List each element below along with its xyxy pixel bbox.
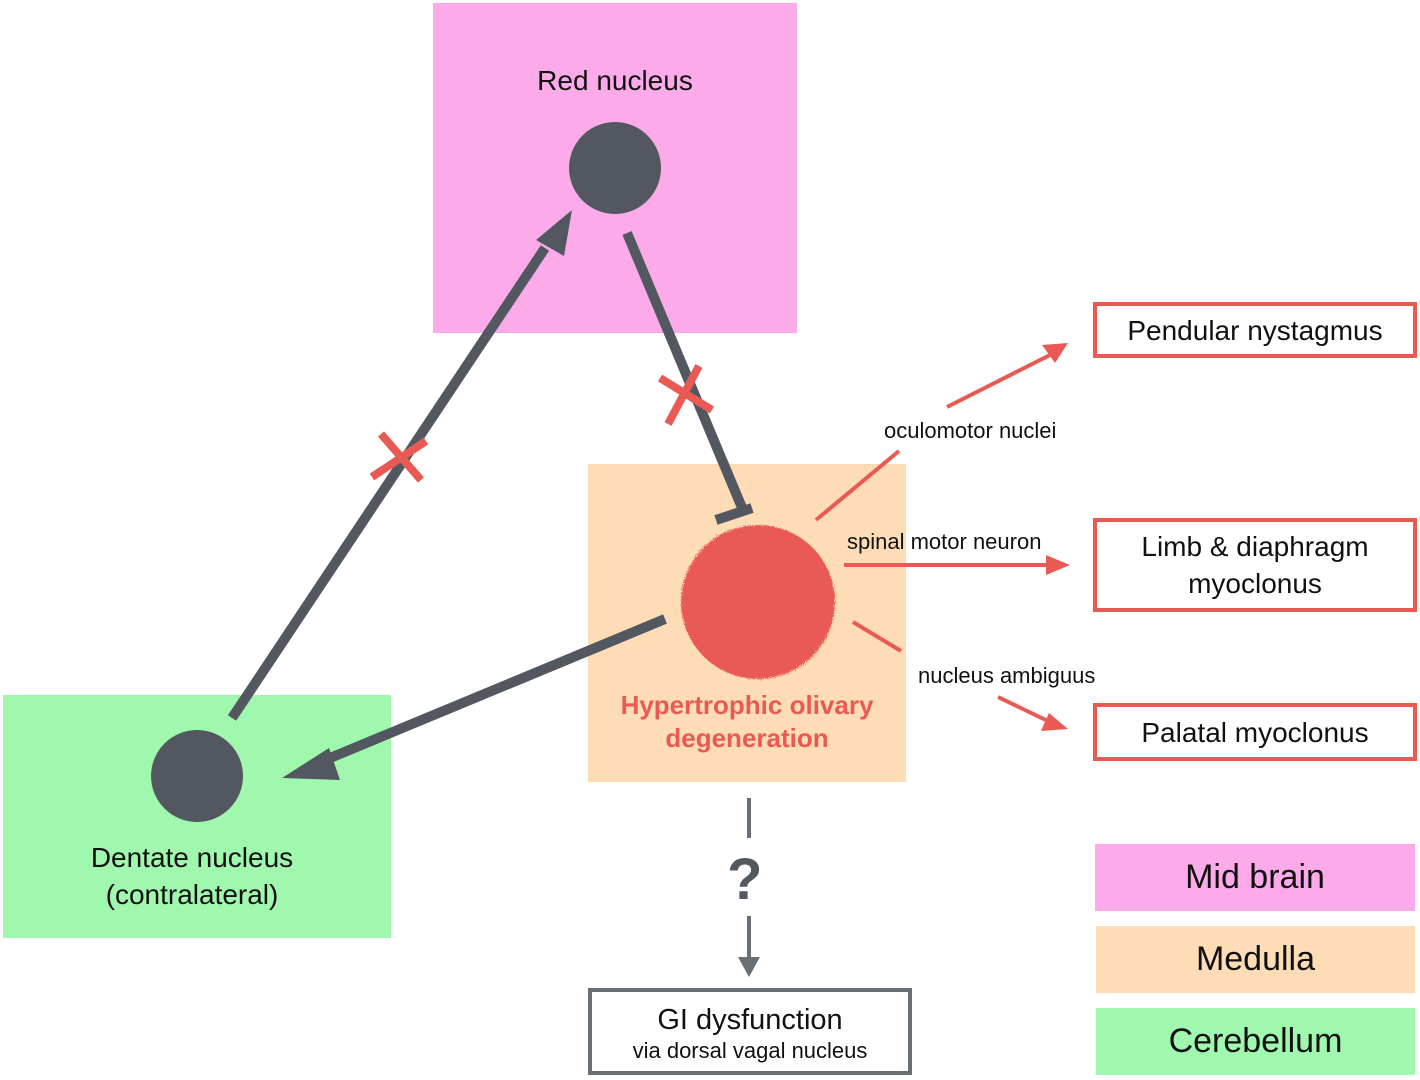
pendular-nystagmus-label: Pendular nystagmus <box>1127 314 1383 346</box>
lesion-x-icon <box>657 364 715 426</box>
red-nucleus-label: Red nucleus <box>537 65 693 96</box>
inferior-olive-node <box>681 525 835 679</box>
limb-diaphragm-label-line2: myoclonus <box>1188 568 1322 599</box>
oculomotor-nuclei-label: oculomotor nuclei <box>884 418 1057 443</box>
gi-dysfunction-box: GI dysfunction via dorsal vagal nucleus <box>588 988 912 1075</box>
palatal-myoclonus-box: Palatal myoclonus <box>1093 703 1417 761</box>
gi-dysfunction-title: GI dysfunction <box>657 1004 843 1036</box>
unknown-pathway-question-mark: ? <box>727 847 763 912</box>
palatal-myoclonus-label: Palatal myoclonus <box>1141 716 1369 748</box>
red-nucleus-to-olive-inhibitory <box>622 231 754 525</box>
nucleus-ambiguus-arrow <box>851 620 1068 731</box>
gi-dysfunction-subtitle: via dorsal vagal nucleus <box>632 1038 868 1063</box>
dentate-nucleus-label-line1: Dentate nucleus <box>90 842 294 873</box>
dentate-nucleus-label-line2: (contralateral) <box>105 879 279 910</box>
legend-midbrain-label: Mid brain <box>1185 858 1325 896</box>
legend-medulla-label: Medulla <box>1195 940 1316 978</box>
limb-diaphragm-myoclonus-box: Limb & diaphragm myoclonus <box>1093 518 1417 612</box>
olive-to-dentate-arrow <box>282 614 667 780</box>
dentate-nucleus-label: Dentate nucleus (contralateral) <box>3 839 381 913</box>
hypertrophic-olivary-degeneration-label: Hypertrophic olivary degeneration <box>588 689 906 755</box>
red-nucleus-node <box>569 122 661 214</box>
nucleus-ambiguus-label: nucleus ambiguus <box>918 663 1096 688</box>
spinal-motor-arrow <box>844 555 1070 575</box>
legend-midbrain: Mid brain <box>1095 844 1415 911</box>
dentate-to-red-nucleus-arrow <box>227 210 572 721</box>
hod-label-line2: degeneration <box>665 723 829 753</box>
legend-medulla: Medulla <box>1096 926 1415 993</box>
oculomotor-arrow <box>814 343 1068 522</box>
limb-diaphragm-label-line1: Limb & diaphragm <box>1141 531 1369 562</box>
legend-cerebellum: Cerebellum <box>1096 1008 1415 1075</box>
lesion-x-icon <box>369 431 429 483</box>
hod-label-line1: Hypertrophic olivary <box>620 690 874 720</box>
pendular-nystagmus-box: Pendular nystagmus <box>1093 302 1417 358</box>
spinal-motor-neuron-label: spinal motor neuron <box>847 529 1042 554</box>
gi-pathway-arrow <box>738 798 760 977</box>
dentate-nucleus-node <box>151 730 243 822</box>
legend-cerebellum-label: Cerebellum <box>1168 1022 1343 1060</box>
